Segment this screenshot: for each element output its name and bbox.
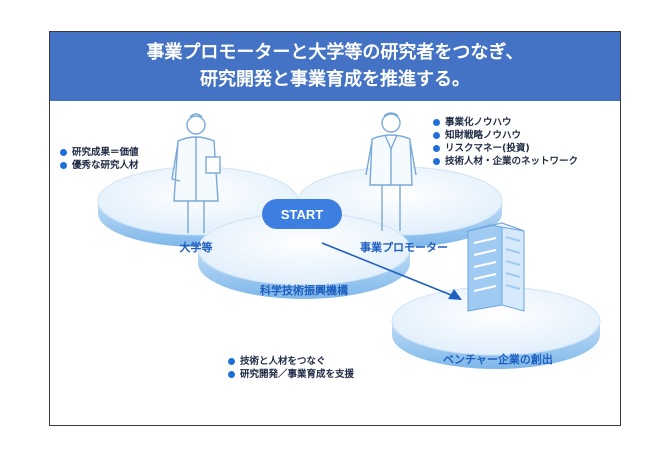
banner-line-1: 事業プロモーターと大学等の研究者をつなぎ、 — [146, 42, 524, 63]
jst-bullets: 技術と人材をつなぐ 研究開発／事業育成を支援 — [228, 355, 354, 381]
list-item: 知財戦略ノウハウ — [433, 129, 578, 142]
bullet-dot-icon — [228, 371, 235, 378]
venture-label: ベンチャー企業の創出 — [443, 352, 553, 366]
office-building-icon — [467, 222, 525, 312]
researcher-figure-icon — [171, 113, 221, 233]
bullet-dot-icon — [228, 358, 235, 365]
promoter-label: 事業プロモーター — [360, 240, 448, 254]
bullet-dot-icon — [433, 132, 440, 139]
start-label: START — [281, 207, 323, 222]
list-item: 事業化ノウハウ — [433, 116, 578, 129]
banner-line-2: 研究開発と事業育成を推進する。 — [200, 69, 470, 90]
list-item: 優秀な研究人材 — [60, 159, 139, 172]
university-label: 大学等 — [180, 240, 213, 254]
list-item: 技術と人材をつなぐ — [228, 355, 354, 368]
promoter-bullets: 事業化ノウハウ 知財戦略ノウハウ リスクマネー(投資) 技術人材・企業のネットワ… — [433, 116, 578, 168]
list-item: 研究成果＝価値 — [60, 146, 139, 159]
bullet-dot-icon — [433, 158, 440, 165]
list-item: 研究開発／事業育成を支援 — [228, 368, 354, 381]
jst-label: 科学技術振興機構 — [260, 283, 348, 297]
university-bullets: 研究成果＝価値 優秀な研究人材 — [60, 146, 139, 172]
start-badge: START — [262, 199, 342, 229]
venture-disc — [391, 286, 601, 369]
bullet-dot-icon — [433, 145, 440, 152]
list-item: 技術人材・企業のネットワーク — [433, 155, 578, 168]
concept-diagram: START 大学等 事業プロモーター 科学技術振興機構 ベンチャー企業の創出 — [97, 112, 601, 369]
title-banner: 事業プロモーターと大学等の研究者をつなぎ、 研究開発と事業育成を推進する。 — [50, 32, 620, 101]
diagram-frame: 事業プロモーターと大学等の研究者をつなぎ、 研究開発と事業育成を推進する。 — [49, 31, 621, 426]
list-item: リスクマネー(投資) — [433, 142, 578, 155]
jst-disc — [197, 212, 411, 299]
businessman-figure-icon — [365, 112, 417, 231]
flow-arrow — [321, 242, 462, 300]
bullet-dot-icon — [60, 162, 67, 169]
bullet-dot-icon — [433, 119, 440, 126]
bullet-dot-icon — [60, 149, 67, 156]
